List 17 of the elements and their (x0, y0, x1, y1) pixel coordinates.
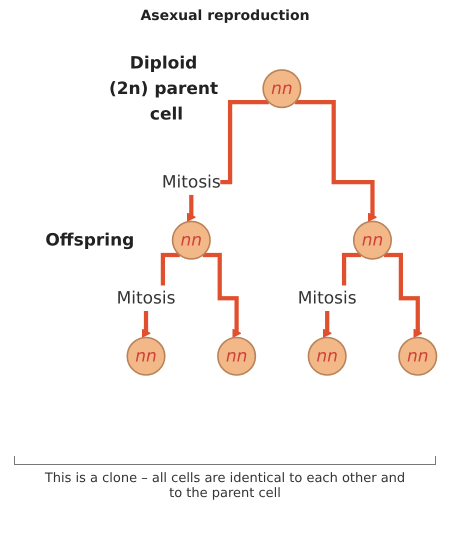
node-circle: nn (126, 336, 166, 376)
node-circle: nn (308, 336, 347, 376)
node-circle: nn (398, 336, 438, 376)
node-circle: nn (172, 220, 211, 260)
node-circle: nn (262, 69, 302, 108)
edge-label: Mitosis (298, 288, 357, 308)
edge-label: Mitosis (162, 172, 221, 192)
node-label: Offspring (45, 230, 134, 250)
node-circle: nn (217, 336, 256, 376)
title: Asexual reproduction (139, 8, 311, 24)
arrow (202, 252, 242, 338)
caption: This is a clone – all cells are identical to each other and to the parent cell (44, 471, 406, 501)
node-label: Diploid (2n) parent cell (108, 52, 218, 124)
arrow (294, 100, 378, 222)
node-circle: nn (352, 220, 392, 260)
edge-label: Mitosis (116, 288, 176, 308)
arrow (384, 252, 422, 338)
